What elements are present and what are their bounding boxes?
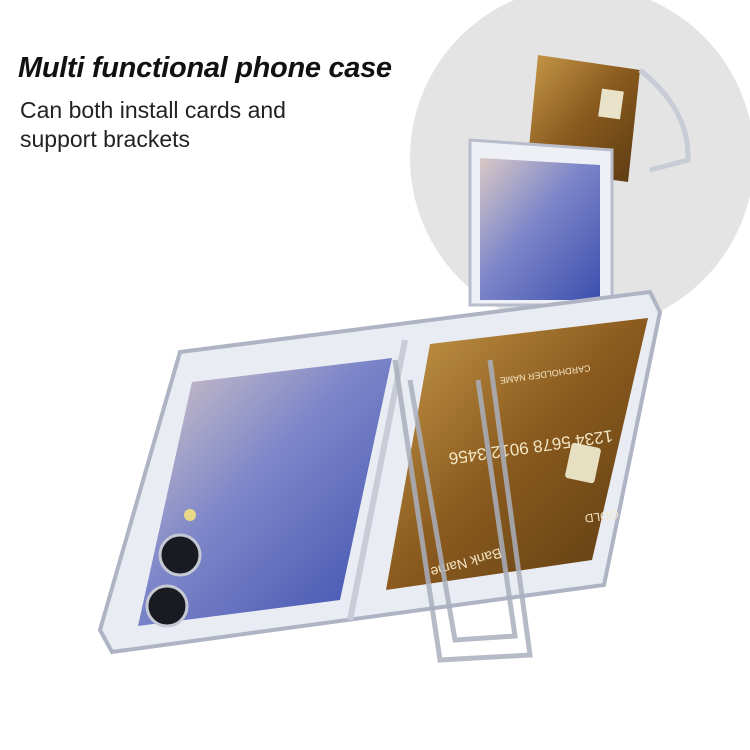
phone-case: CARDHOLDER NAME 1234 5678 9012 3456 GOLD… [97, 289, 663, 655]
inset-phone-top [468, 68, 691, 307]
kickstand [392, 359, 533, 663]
camera-icon [158, 533, 202, 577]
camera-icon [145, 584, 189, 628]
cover-screen [138, 358, 392, 626]
headline-title: Multi functional phone case [18, 52, 392, 84]
card-tier: GOLD [584, 507, 620, 526]
headline-subtitle: Can both install cards and support brack… [20, 97, 286, 152]
card-window [386, 318, 648, 590]
